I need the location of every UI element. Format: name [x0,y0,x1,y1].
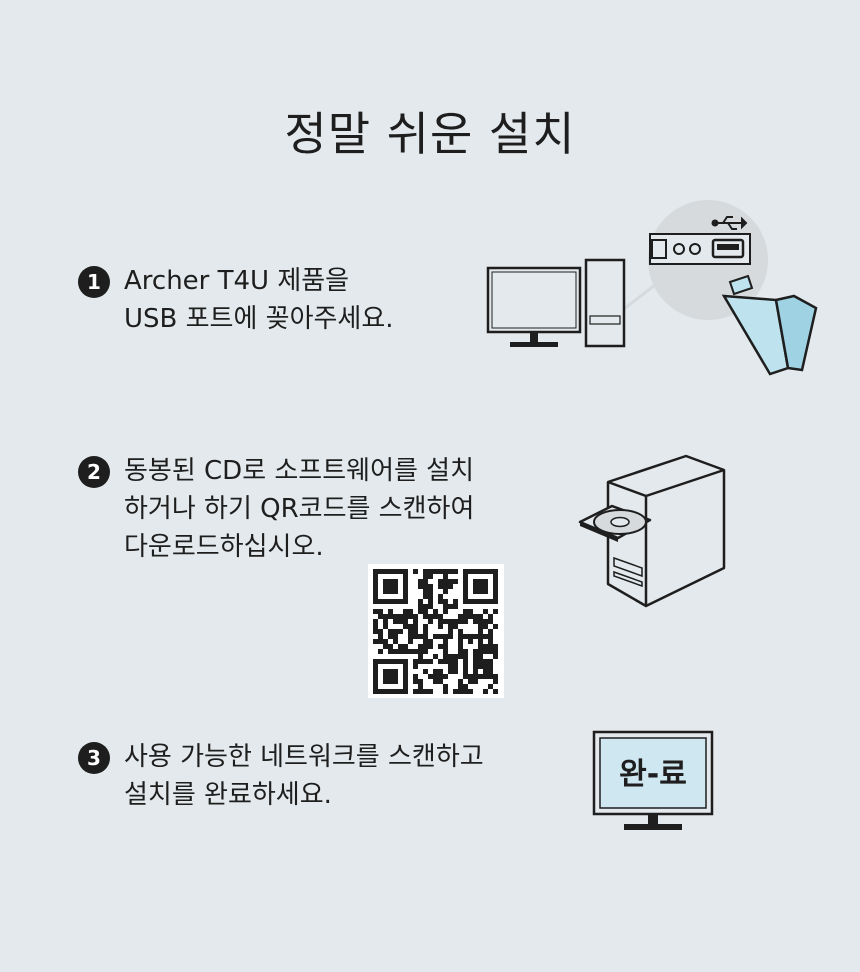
step-3-line-2: 설치를 완료하세요. [124,780,332,810]
monitor-complete-illustration: 완-료 [592,730,714,830]
step-2-text: 동봉된 CD로 소프트웨어를 설치 하거나 하기 QR코드를 스캔하여 다운로드… [124,452,474,566]
cd-tray-icon [578,504,652,542]
pc-usb-illustration [486,200,818,376]
step-number-1: 1 [78,266,110,298]
step-2-line-1: 동봉된 CD로 소프트웨어를 설치 [124,456,475,486]
step-1-line-2: USB 포트에 꽂아주세요. [124,304,394,334]
step-2-line-2: 하거나 하기 QR코드를 스캔하여 [124,494,475,524]
monitor [486,266,582,334]
step-1-text: Archer T4U 제품을 USB 포트에 꽂아주세요. [124,262,394,338]
qr-code[interactable] [368,564,504,698]
usb-symbol-icon [711,216,748,230]
step-number-2: 2 [78,456,110,488]
qr-code-image [373,569,498,694]
step-2-line-3: 다운로드하십시오. [124,532,324,562]
step-number-3: 3 [78,742,110,774]
step-3-line-1: 사용 가능한 네트워크를 스캔하고 [124,742,484,772]
step-3-text: 사용 가능한 네트워크를 스캔하고 설치를 완료하세요. [124,738,484,814]
pc-tower [584,258,626,348]
usb-adapter-icon [721,274,818,376]
page-title: 정말 쉬운 설치 [284,107,576,161]
screen-complete-text: 완-료 [619,757,687,792]
pc-cd-illustration [578,454,726,608]
step-1-line-1: Archer T4U 제품을 [124,266,350,296]
